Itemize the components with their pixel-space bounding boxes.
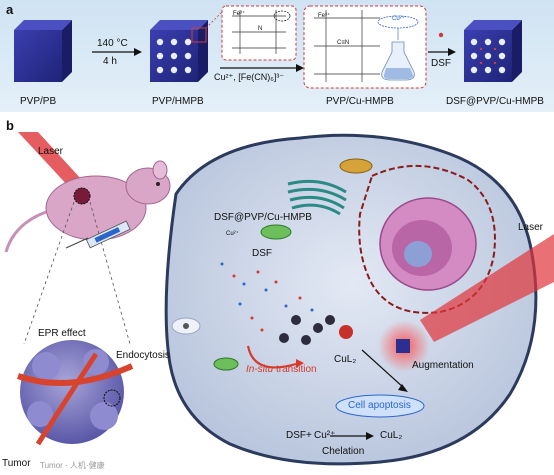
insitu-arrow bbox=[246, 345, 297, 369]
endocytosis-label: Endocytosis bbox=[116, 350, 170, 361]
augmentation-label: Augmentation bbox=[412, 360, 474, 371]
label-pvp-cu-hmpb: PVP/Cu-HMPB bbox=[326, 96, 394, 107]
label-dsf-pvp-cu-hmpb: DSF@PVP/Cu-HMPB bbox=[446, 96, 544, 107]
pvp-pb-cube bbox=[14, 20, 72, 82]
entering-nanoparticle bbox=[171, 317, 201, 335]
tumor bbox=[17, 340, 134, 446]
tumor-label: Tumor bbox=[2, 458, 31, 469]
arrow-cu-exchange bbox=[220, 64, 304, 72]
insitu-arrowhead bbox=[296, 359, 304, 368]
syringe bbox=[65, 220, 131, 249]
augment-arrowhead bbox=[398, 384, 408, 392]
augment-arrow bbox=[361, 349, 405, 389]
lattice-cn: C≡N bbox=[337, 40, 350, 46]
lattice-cu: Cu²⁺ bbox=[392, 16, 405, 22]
devil-icon bbox=[339, 325, 353, 339]
eq-dsf: DSF bbox=[286, 430, 306, 441]
insitu-italic: In-situ bbox=[246, 364, 274, 375]
nanoparticle-cube-icon bbox=[396, 339, 410, 353]
dsf-cu-scatter bbox=[220, 262, 335, 345]
panel-a-letter: a bbox=[6, 2, 14, 17]
cu-ion-label: Cu²⁺ bbox=[226, 231, 239, 237]
mitochondrion bbox=[213, 158, 373, 371]
zoom-line-right bbox=[89, 201, 131, 345]
dsf-arrow-label: DSF bbox=[431, 58, 451, 69]
label-pvp-pb: PVP/PB bbox=[20, 96, 57, 107]
zoom-line-left bbox=[23, 201, 75, 345]
reagents-label: Cu²⁺, [Fe(CN)₆]³⁻ bbox=[214, 72, 285, 82]
dsf-pvp-cu-hmpb-cube bbox=[464, 20, 522, 82]
panel-a: a 140 °C 4 h Cu²⁺, [Fe(CN)₆]³⁻ DSF Fe³⁺ … bbox=[0, 0, 554, 112]
apoptosis-oval bbox=[335, 394, 425, 418]
lattice-box-2 bbox=[303, 5, 427, 89]
laser-beam-left bbox=[18, 132, 82, 188]
chelation-label: Chelation bbox=[322, 446, 365, 457]
panel-b-letter: b bbox=[6, 118, 14, 133]
laser-beam-right bbox=[420, 234, 554, 342]
lattice-fe-1: Fe³⁺ bbox=[233, 11, 246, 17]
arrow-dsf-loading bbox=[428, 32, 456, 56]
eq-product: CuL₂ bbox=[380, 430, 403, 441]
panel-b: b Laser Laser EPR effect Endocytosis Tum… bbox=[0, 114, 554, 475]
insitu-label: In-situ transition bbox=[246, 364, 317, 375]
label-pvp-hmpb: PVP/HMPB bbox=[152, 96, 204, 107]
watermark: Tumor · 人机·健康 bbox=[40, 461, 105, 470]
lattice-box-1 bbox=[221, 5, 297, 61]
golgi-apparatus bbox=[287, 179, 347, 216]
eq-cu: Cu²⁺ bbox=[314, 430, 336, 441]
transition-text: transition bbox=[273, 364, 317, 375]
laser-label-right: Laser bbox=[518, 222, 544, 233]
temperature-label: 140 °C bbox=[97, 38, 128, 49]
nucleus bbox=[358, 164, 496, 314]
lattice-n-1: N bbox=[258, 26, 263, 32]
laser-label-left: Laser bbox=[38, 146, 64, 157]
cul2-label: CuL₂ bbox=[334, 354, 357, 365]
apoptosis-label: Cell apoptosis bbox=[348, 400, 411, 411]
panel-a-graphics bbox=[14, 5, 522, 89]
dsf-label: DSF bbox=[252, 248, 272, 259]
eq-plus: + bbox=[306, 430, 312, 441]
nanoparticle-label: DSF@PVP/Cu-HMPB bbox=[214, 212, 312, 223]
time-label: 4 h bbox=[103, 56, 117, 67]
lattice-fe-2: Fe³⁺ bbox=[318, 13, 331, 19]
chelation-arrowhead bbox=[366, 432, 374, 440]
pvp-hmpb-cube bbox=[150, 20, 208, 82]
epr-label: EPR effect bbox=[38, 328, 86, 339]
panel-b-graphics bbox=[4, 132, 554, 466]
arrow-heat bbox=[92, 48, 142, 56]
